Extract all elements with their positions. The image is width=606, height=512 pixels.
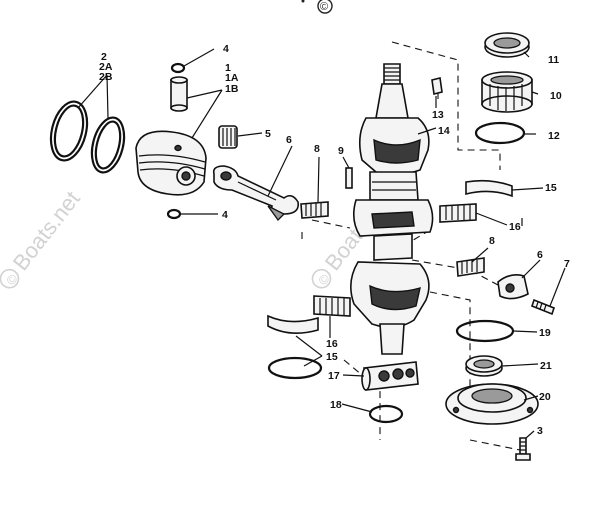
woodruff-key — [431, 77, 443, 95]
callout-15-right: 15 — [545, 182, 557, 194]
watermark-center-symbol: © — [315, 271, 333, 288]
top-roller-bearing — [481, 71, 533, 113]
callout-7: 7 — [564, 258, 570, 270]
callout-3: 3 — [537, 425, 543, 437]
retaining-clip-bottom — [166, 208, 182, 220]
callout-2b: 2B — [99, 71, 113, 83]
callout-5: 5 — [265, 128, 271, 140]
callout-8-left: 8 — [314, 143, 320, 155]
bearing-race-right — [465, 179, 513, 198]
snap-ring-left — [267, 356, 323, 380]
callout-21: 21 — [540, 360, 552, 372]
connecting-rod — [212, 165, 300, 222]
bearing-housing — [445, 383, 539, 425]
callout-9: 9 — [338, 145, 344, 157]
bottom-seal — [465, 355, 503, 377]
callout-11: 11 — [548, 54, 559, 66]
callout-20: 20 — [539, 391, 551, 403]
callout-2a: 2A — [99, 61, 113, 73]
callout-15-left: 15 — [326, 351, 338, 363]
callout-4-top: 4 — [223, 43, 229, 55]
needle-bearing-left — [313, 295, 351, 317]
thrust-washer — [345, 167, 353, 189]
rod-cap — [497, 274, 529, 300]
callout-4-bottom: 4 — [222, 209, 228, 221]
callout-labels: 2 2A 2B 4 1 1A 1B 5 6 8 9 13 14 11 10 12… — [99, 43, 570, 437]
ball-bearing — [361, 361, 419, 391]
callout-19: 19 — [539, 327, 551, 339]
watermark-left-symbol: © — [3, 271, 21, 288]
piston-rings — [49, 100, 126, 174]
needle-bearing-right — [439, 203, 477, 223]
callout-14: 14 — [438, 125, 450, 137]
watermark-left: © Boats.net — [0, 186, 85, 289]
crankshaft — [350, 63, 434, 355]
callout-2: 2 — [101, 51, 107, 63]
callout-16-right: 16 — [509, 221, 521, 233]
watermark-left-text: Boats.net — [8, 186, 85, 275]
callout-6-rod: 6 — [286, 134, 292, 146]
retaining-clip-top — [170, 62, 186, 74]
callout-17: 17 — [328, 370, 340, 382]
top-seal — [484, 32, 530, 58]
wrist-pin — [170, 76, 188, 112]
copyright-symbol: © — [320, 1, 328, 13]
callout-6-cap: 6 — [537, 249, 543, 261]
callout-13: 13 — [432, 109, 444, 121]
snap-ring-top — [474, 121, 526, 145]
callout-8-right: 8 — [489, 235, 495, 247]
callout-16-left: 16 — [326, 338, 338, 350]
callout-12: 12 — [548, 130, 560, 142]
needle-bearing-small — [218, 125, 238, 149]
callout-18: 18 — [330, 399, 342, 411]
rod-bolt — [531, 298, 555, 316]
o-ring — [455, 319, 515, 343]
callout-1a: 1A — [225, 72, 239, 84]
callout-1: 1 — [225, 62, 231, 74]
callout-10: 10 — [550, 90, 562, 102]
rod-bearing-left — [300, 201, 329, 219]
rod-bearing-right — [456, 257, 485, 277]
copyright-mark: © — [301, 0, 333, 14]
housing-bolt — [515, 437, 531, 461]
callout-1b: 1B — [225, 83, 239, 95]
leader-lines — [77, 48, 566, 439]
bearing-race-left — [267, 314, 319, 334]
piston — [135, 130, 207, 196]
snap-ring-bottom — [368, 404, 404, 424]
